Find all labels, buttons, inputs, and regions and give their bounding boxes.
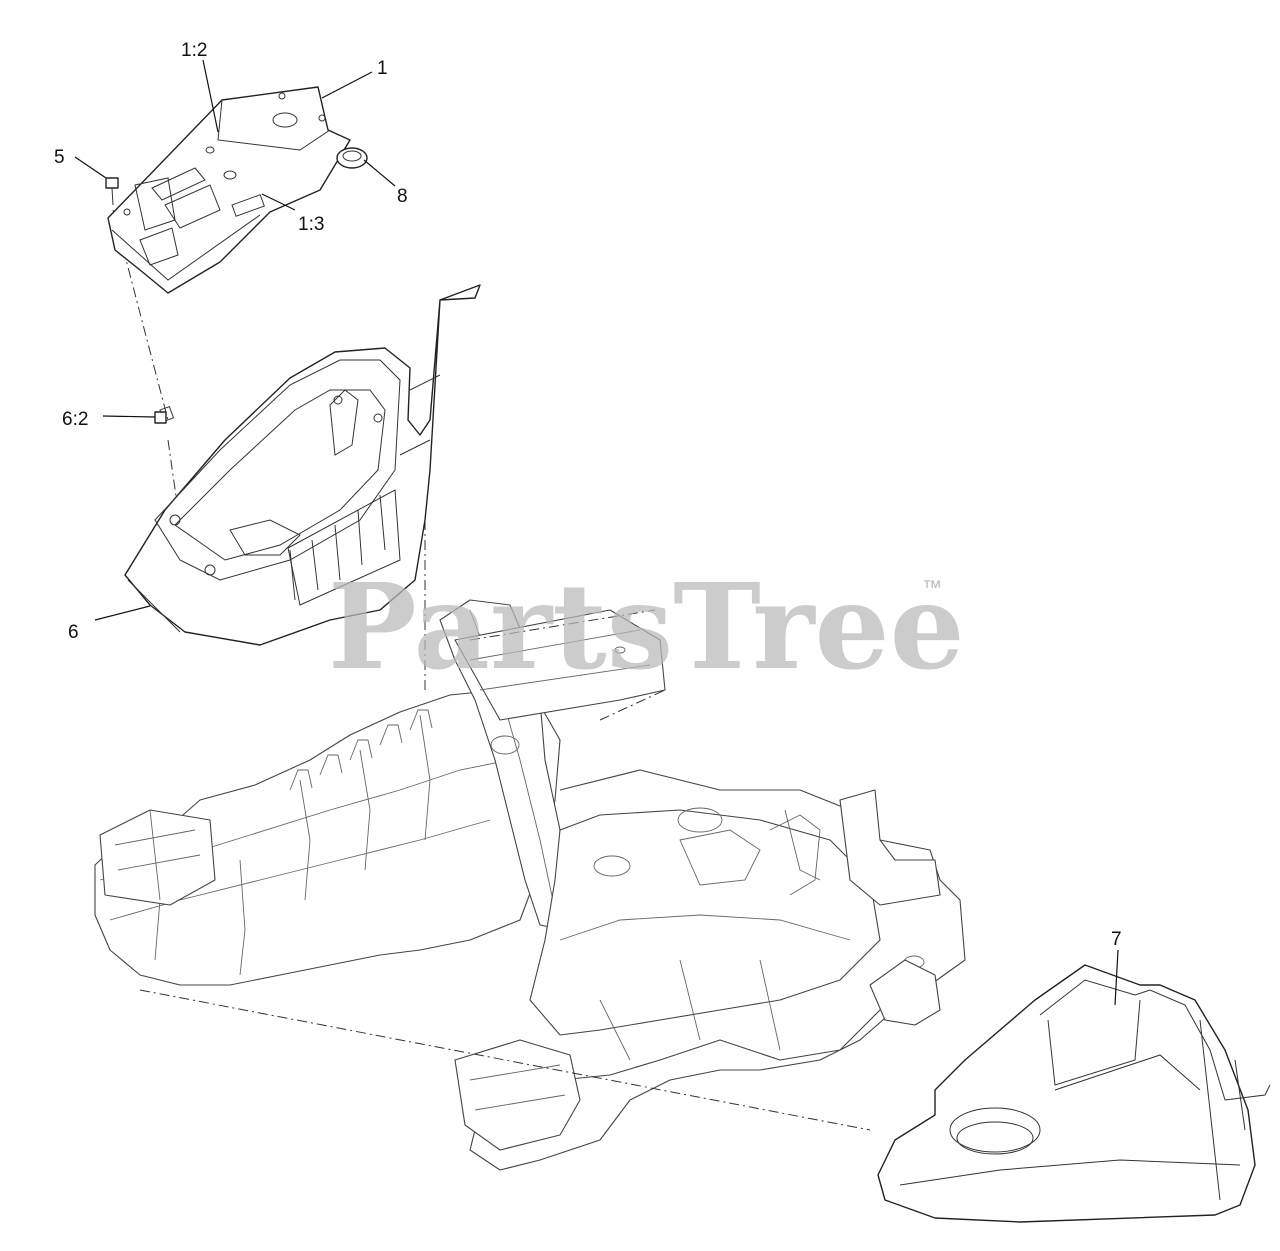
leader-8: [363, 159, 396, 187]
rear-cover-part-7: [877, 964, 1271, 1223]
chassis-frame: [94, 599, 966, 1171]
partstree-watermark: PartsTree ™: [328, 557, 965, 696]
callout-8: 8: [397, 186, 408, 207]
callout-6: 6: [68, 622, 79, 643]
watermark-trademark: ™: [922, 577, 942, 599]
watermark-text: PartsTree: [328, 557, 965, 696]
leader-6-2: [102, 415, 156, 418]
callout-1-2: 1:2: [181, 40, 207, 61]
callout-7: 7: [1111, 929, 1122, 950]
callout-5: 5: [54, 147, 65, 168]
leader-1-3: [261, 193, 296, 211]
console-housing-part-6: [124, 284, 481, 646]
leader-1-2: [202, 59, 219, 133]
grommet-part-8: [336, 147, 368, 169]
control-panel-part-1: [107, 86, 351, 294]
screw-part-5: [105, 177, 119, 206]
leader-lines: [74, 59, 1119, 1006]
leader-5: [74, 156, 107, 179]
callout-labels: 1 1:2 1:3 5 8 6:2 6 7: [54, 40, 1122, 950]
clip-part-6-2: [154, 411, 167, 424]
callout-6-2: 6:2: [62, 409, 88, 430]
callout-1: 1: [377, 58, 388, 79]
leader-7: [1114, 949, 1119, 1006]
callout-1-3: 1:3: [298, 214, 324, 235]
leader-1: [321, 71, 373, 99]
leader-6: [94, 605, 151, 621]
